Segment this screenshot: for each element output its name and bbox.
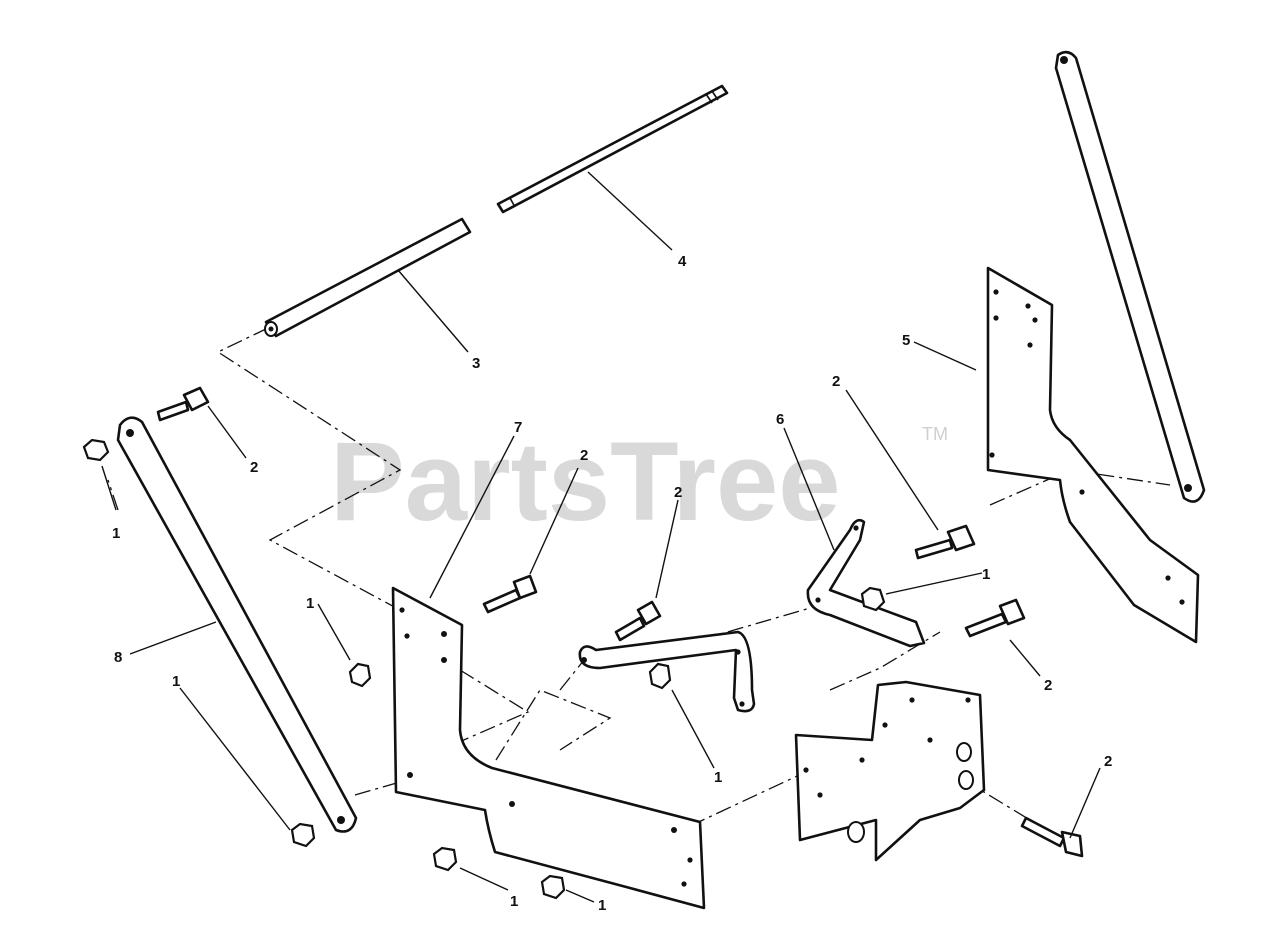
nut-1-bottom-left xyxy=(290,822,316,848)
callout-6: 6 xyxy=(776,411,784,428)
leader-lines xyxy=(101,171,1101,903)
bolt-2-left xyxy=(156,386,210,422)
nut-1-top-left xyxy=(82,438,110,462)
callout-1-strap: 1 xyxy=(982,566,990,583)
bolt-2-bottom xyxy=(1020,816,1084,858)
alignment-line-strap xyxy=(699,607,811,641)
callout-1-link: 1 xyxy=(172,673,180,690)
callout-8: 8 xyxy=(114,649,122,666)
alignment-line-nut-top xyxy=(107,479,119,511)
callout-7: 7 xyxy=(514,419,522,436)
nut-1-bottom-a xyxy=(432,846,458,872)
callout-2-bracket7: 2 xyxy=(580,447,588,464)
bolt-2-strap xyxy=(914,524,976,560)
nut-1-strap xyxy=(860,586,886,612)
callout-1-bottom-b: 1 xyxy=(598,897,606,914)
alignment-line-link-8 xyxy=(354,781,401,796)
bolt-2-bracket7 xyxy=(482,574,538,614)
part-angle-bracket xyxy=(794,680,986,862)
callout-2-strap: 2 xyxy=(832,373,840,390)
nut-1-bracket xyxy=(348,662,372,688)
alignment-line-rod xyxy=(216,327,402,611)
callouts: 4 3 2 1 8 1 7 2 2 6 2 5 1 2 2 1 1 1 1 xyxy=(112,253,1112,914)
callout-1-bottom-a: 1 xyxy=(510,893,518,910)
alignment-line-arm xyxy=(559,659,585,691)
callout-2-right: 2 xyxy=(1044,677,1052,694)
alignment-line-mid xyxy=(495,689,612,761)
callout-1-top-left: 1 xyxy=(112,525,120,542)
part-rod-4 xyxy=(496,84,729,214)
watermark-text: PartsTree xyxy=(330,419,841,544)
bolt-2-right xyxy=(964,598,1026,638)
part-bracket-7 xyxy=(391,586,706,910)
nut-1-bottom-b xyxy=(540,874,566,900)
part-plate-5 xyxy=(986,266,1200,644)
callout-5: 5 xyxy=(902,332,910,349)
part-middle-arm xyxy=(578,630,756,713)
part-link-8 xyxy=(116,416,358,833)
callout-2-middle: 2 xyxy=(674,484,682,501)
nuts-1 xyxy=(82,438,886,900)
callout-1-bracket: 1 xyxy=(306,595,314,612)
callout-2-left: 2 xyxy=(250,459,258,476)
callout-4: 4 xyxy=(678,253,687,270)
part-tube-3 xyxy=(264,217,472,338)
nut-1-middle xyxy=(648,662,672,690)
alignment-line-bottom xyxy=(689,769,811,827)
watermark-trademark: TM xyxy=(922,424,948,444)
callout-1-middle: 1 xyxy=(714,769,722,786)
watermark: PartsTree TM xyxy=(330,419,948,544)
callout-3: 3 xyxy=(472,355,480,372)
bolt-2-middle xyxy=(614,600,662,642)
callout-2-bottom: 2 xyxy=(1104,753,1112,770)
part-arm-5-upper xyxy=(1054,50,1206,503)
